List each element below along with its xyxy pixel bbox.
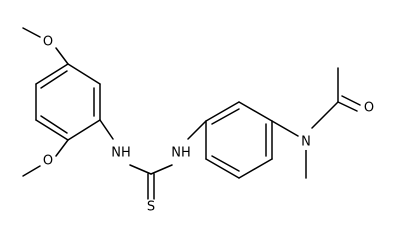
atom-o-para: O [40, 34, 56, 50]
atom-s-thio: S [143, 199, 159, 215]
bond-c-o-2 [341, 95, 361, 106]
bond-ring-left-3 [35, 119, 69, 141]
atom-o-para-label: O [43, 35, 53, 50]
bond-ring-left-1-inner [40, 70, 68, 89]
atom-nh-right-label: NH [171, 146, 191, 161]
bond-ring-right-4 [238, 158, 273, 179]
bond-ring-left-1 [35, 63, 69, 85]
bond-ring-right-1 [205, 101, 240, 122]
atom-n-amide: N [298, 134, 314, 150]
bond-n-carbonyl-c [311, 101, 339, 129]
bond-o-ortho-methyl [22, 165, 41, 177]
bond-ring-right-5-inner [211, 155, 240, 172]
atom-labels: O O NH NH S N O [40, 34, 377, 215]
bond-ring-left-4 [67, 119, 101, 141]
atom-nh-left-label: NH [111, 146, 131, 161]
bond-ring-n [271, 120, 299, 137]
bond-nh-left-c [129, 164, 152, 175]
atom-o-ortho: O [40, 153, 56, 169]
atom-n-amide-label: N [301, 135, 311, 150]
atom-nh-right: NH [169, 145, 193, 161]
bond-nh-right-ring [187, 120, 207, 140]
bond-ring-left-3-inner [40, 115, 68, 134]
atom-s-thio-label: S [147, 200, 155, 215]
atom-o-ortho-label: O [43, 154, 53, 169]
atom-nh-left: NH [109, 145, 133, 161]
bond-ring-nh-left [99, 119, 114, 140]
atom-o-carbonyl-label: O [364, 101, 374, 116]
bonds [22, 27, 361, 200]
bond-o-para-ring [55, 47, 69, 65]
bond-ring-right-1-inner [211, 108, 240, 125]
bond-methyl-o-para [22, 27, 41, 38]
bond-c-o-1 [337, 101, 358, 112]
atom-o-carbonyl: O [361, 100, 377, 116]
bond-ring-o-ortho [55, 139, 69, 157]
bond-c-nh-right [150, 164, 173, 175]
structure-diagram: O O NH NH S N O [22, 27, 377, 215]
bond-ring-right-5 [205, 158, 240, 179]
bond-ring-left-6 [67, 63, 101, 85]
bond-ring-right-2 [238, 101, 273, 122]
